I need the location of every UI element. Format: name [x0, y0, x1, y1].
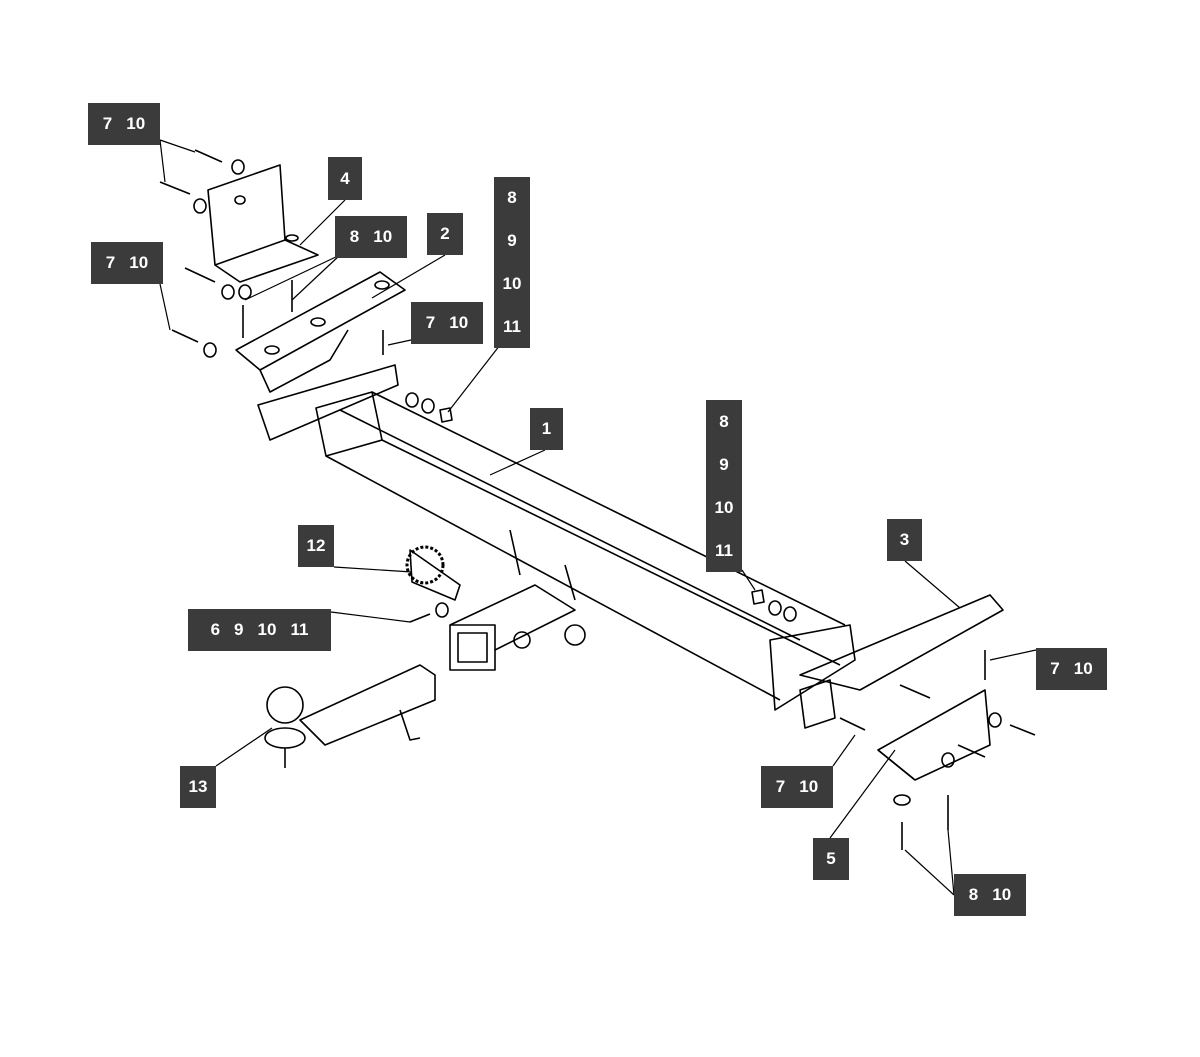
callout-number: 11	[290, 620, 309, 639]
callout-number: 10	[799, 777, 819, 796]
callout-number: 10	[449, 313, 469, 332]
callout-number: 1	[541, 419, 552, 438]
callout-number: 9	[507, 231, 517, 251]
callout-number: 7	[775, 777, 786, 796]
callout-number: 11	[503, 316, 521, 336]
callout-number: 10	[1073, 659, 1093, 678]
callout-number: 12	[306, 536, 326, 555]
callout-8-10-bottom: 8 10	[954, 874, 1026, 916]
callout-7-10-part2-bolt: 7 10	[411, 302, 483, 344]
callout-number: 10	[257, 620, 277, 639]
left-bracket	[235, 271, 406, 393]
callout-part-2: 2	[427, 213, 463, 255]
leader-lines	[159, 139, 1037, 896]
callout-number: 7	[102, 114, 113, 133]
callout-number: 5	[826, 849, 836, 868]
callout-part-3: 3	[887, 519, 922, 561]
callout-number: 10	[502, 273, 522, 293]
callout-number: 7	[105, 253, 116, 272]
callout-part-5: 5	[813, 838, 849, 880]
callout-number: 9	[719, 454, 729, 474]
callout-number: 4	[340, 168, 350, 188]
callout-number: 7	[1050, 659, 1060, 678]
socket-plate	[405, 545, 461, 601]
callout-number: 7	[425, 313, 436, 332]
callout-part-4: 4	[328, 157, 362, 200]
callout-7-10-right-lower: 7 10	[761, 766, 833, 808]
callout-number: 10	[126, 114, 146, 133]
main-crossbar	[257, 364, 846, 701]
callout-number: 8	[349, 227, 360, 246]
upper-left-bracket	[207, 164, 319, 283]
ball-mount	[264, 664, 436, 768]
callout-number: 8	[719, 411, 729, 431]
callout-number: 6	[210, 620, 221, 639]
callout-number: 10	[992, 885, 1012, 904]
callout-number: 2	[440, 224, 450, 243]
callout-number: 10	[373, 227, 393, 246]
callout-7-10-top-left: 7 10	[88, 103, 160, 145]
receiver-tube	[449, 529, 586, 671]
callout-8-9-10-11-left: 8 9 10 11	[494, 177, 530, 348]
callout-8-10-upper: 8 10	[335, 216, 407, 258]
callout-8-9-10-11-right: 8 9 10 11	[706, 400, 742, 572]
fasteners	[159, 149, 1036, 850]
callout-number: 10	[714, 497, 734, 517]
callout-number: 8	[968, 885, 979, 904]
callout-number: 11	[715, 540, 733, 560]
callout-part-13: 13	[180, 766, 216, 808]
callout-number: 8	[507, 188, 517, 208]
callout-number: 10	[129, 253, 149, 272]
lower-right-bracket	[877, 689, 991, 781]
callout-number: 9	[234, 620, 244, 639]
callout-number: 3	[899, 530, 910, 549]
callout-number: 13	[188, 777, 208, 796]
callout-7-10-right-top: 7 10	[1036, 648, 1107, 690]
callout-part-12: 12	[298, 525, 334, 567]
callout-part-1: 1	[530, 408, 563, 450]
right-bracket	[769, 594, 1004, 729]
callout-7-10-left-lower: 7 10	[91, 242, 163, 284]
